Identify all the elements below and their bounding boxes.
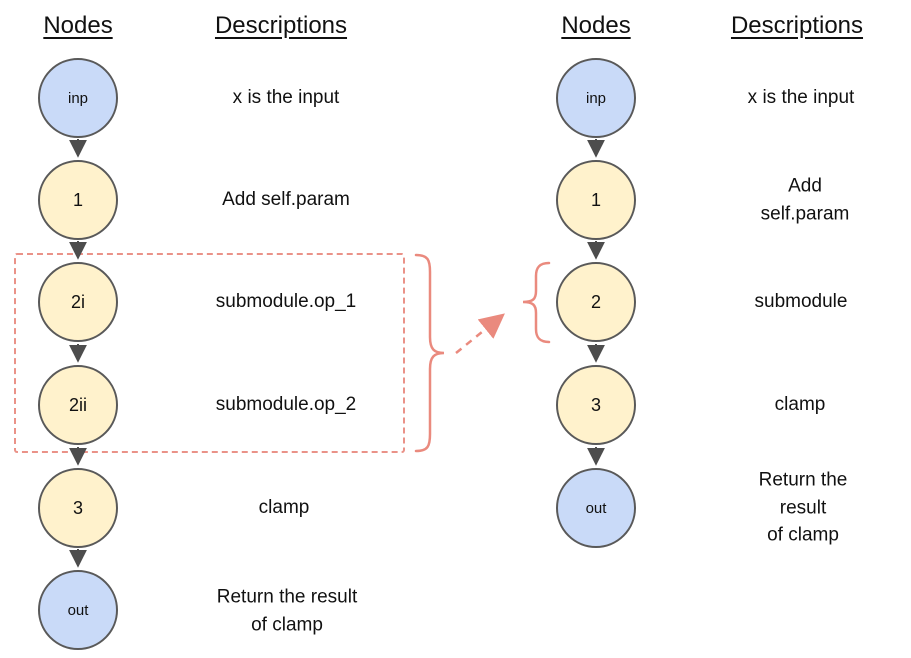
left-descriptions-header: Descriptions [214, 12, 348, 39]
node-inp: inp [38, 58, 118, 138]
node-out: out [38, 570, 118, 650]
node-1: 1 [556, 160, 636, 240]
description-return: Return the result of clamp [758, 469, 848, 546]
node-2ii: 2ii [38, 365, 118, 445]
node-out: out [556, 468, 636, 548]
node-2: 2 [556, 262, 636, 342]
node-3: 3 [38, 468, 118, 548]
node-inp: inp [556, 58, 636, 138]
right-descriptions-header: Descriptions [730, 12, 864, 39]
grouped-ops-box [14, 253, 405, 453]
description-submodule-op2: submodule.op_2 [215, 394, 357, 416]
left-group-brace-icon [414, 253, 445, 453]
merge-arrow-icon [455, 313, 505, 354]
node-2i: 2i [38, 262, 118, 342]
description-return: Return the result of clamp [216, 586, 358, 635]
description-submodule: submodule [754, 291, 848, 313]
left-nodes-header: Nodes [43, 12, 113, 39]
description-input: x is the input [232, 87, 340, 109]
node-1: 1 [38, 160, 118, 240]
description-submodule-op1: submodule.op_1 [215, 291, 357, 313]
description-add-param: Add self.param [222, 189, 350, 211]
right-nodes-header: Nodes [561, 12, 631, 39]
merge-target-brace-icon [522, 261, 551, 344]
description-clamp: clamp [258, 497, 310, 519]
node-3: 3 [556, 365, 636, 445]
description-add-param: Add self.param [760, 175, 850, 224]
description-input: x is the input [747, 87, 855, 109]
description-clamp: clamp [774, 394, 826, 416]
